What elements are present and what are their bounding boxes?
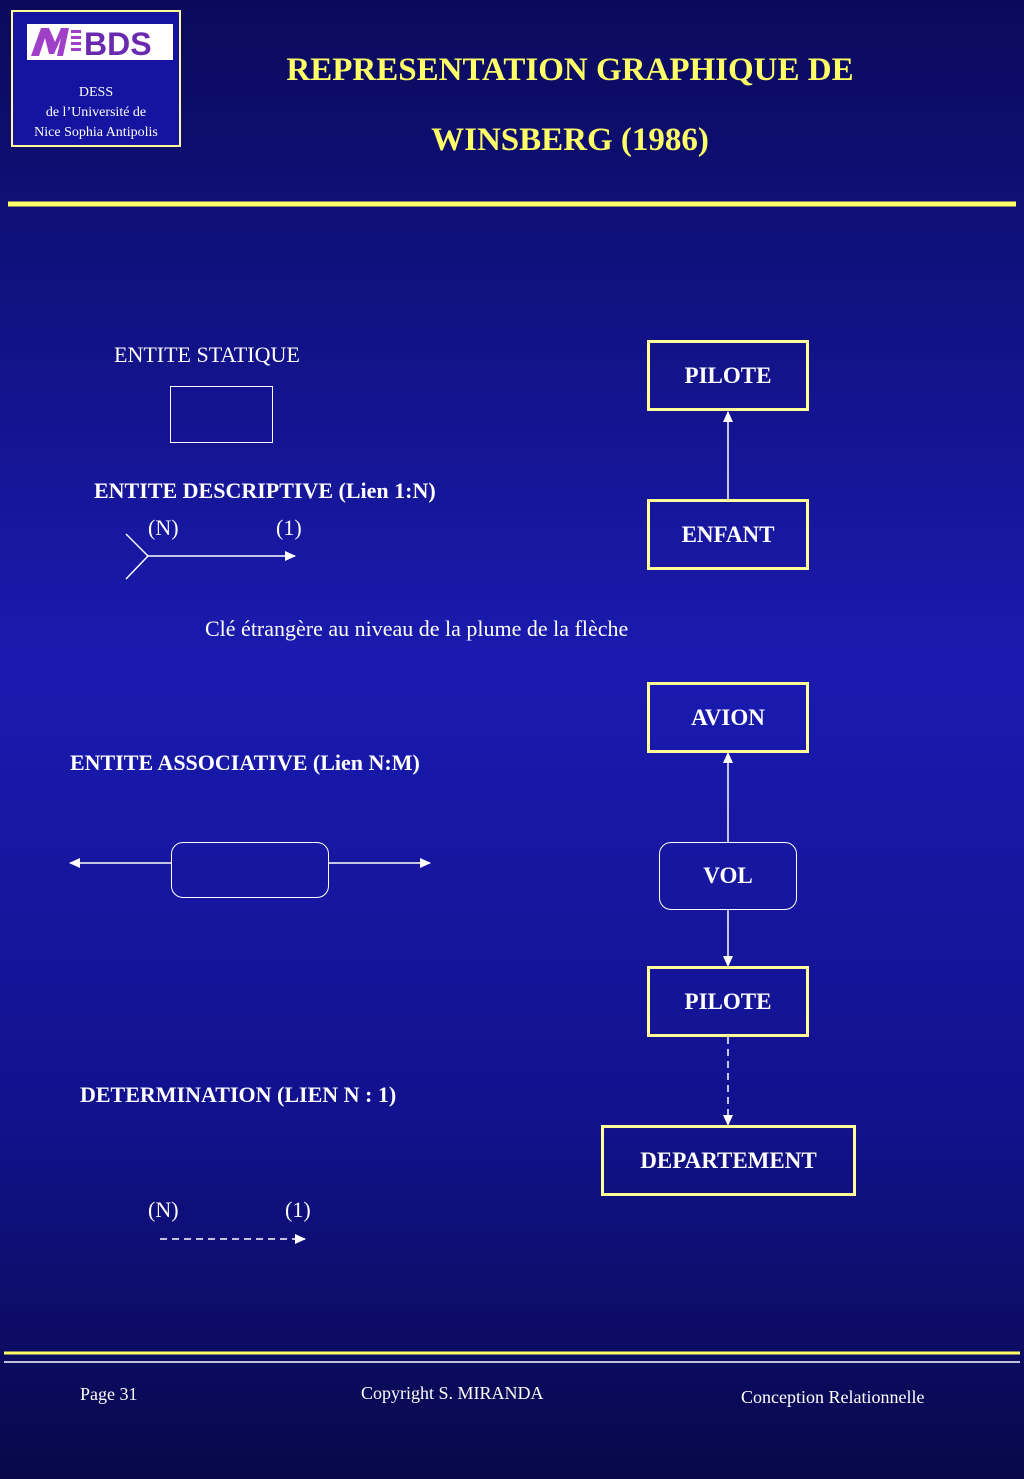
page-title-line2: WINSBERG (1986) (431, 122, 709, 158)
entity-avion: AVION (647, 682, 809, 753)
associative-entity-symbol (171, 842, 329, 898)
descriptive-entity-label: ENTITE DESCRIPTIVE (Lien 1:N) (94, 478, 436, 503)
determination-1-label: (1) (285, 1197, 311, 1222)
entity-pilote-top: PILOTE (647, 340, 809, 411)
logo-box: BDS DESS de l’Université de Nice Sophia … (11, 10, 181, 147)
page-title-line1: REPRESENTATION GRAPHIQUE DE (286, 52, 854, 88)
logo-line-location: Nice Sophia Antipolis (34, 125, 158, 140)
static-entity-symbol (170, 386, 273, 443)
svg-text:BDS: BDS (84, 26, 152, 60)
mbds-logo-icon: BDS (27, 24, 173, 60)
entity-enfant: ENFANT (647, 499, 809, 570)
footer-course-title: Conception Relationnelle (741, 1387, 925, 1407)
determination-label: DETERMINATION (LIEN N : 1) (80, 1082, 397, 1107)
foreign-key-note: Clé étrangère au niveau de la plume de l… (205, 616, 629, 641)
static-entity-label: ENTITE STATIQUE (114, 342, 300, 367)
associative-entity-label: ENTITE ASSOCIATIVE (Lien N:M) (70, 750, 420, 775)
logo-line-university: de l’Université de (45, 105, 147, 120)
entity-vol: VOL (659, 842, 797, 910)
footer-page-number: Page 31 (80, 1384, 138, 1404)
descriptive-n-label: (N) (148, 515, 179, 540)
descriptive-arrow-icon (125, 533, 296, 580)
determination-n-label: (N) (148, 1197, 179, 1222)
descriptive-1-label: (1) (276, 515, 302, 540)
logo-line-dess: DESS (78, 85, 114, 100)
entity-departement: DEPARTEMENT (601, 1125, 856, 1196)
footer-copyright: Copyright S. MIRANDA (361, 1383, 544, 1403)
entity-pilote-bottom: PILOTE (647, 966, 809, 1037)
